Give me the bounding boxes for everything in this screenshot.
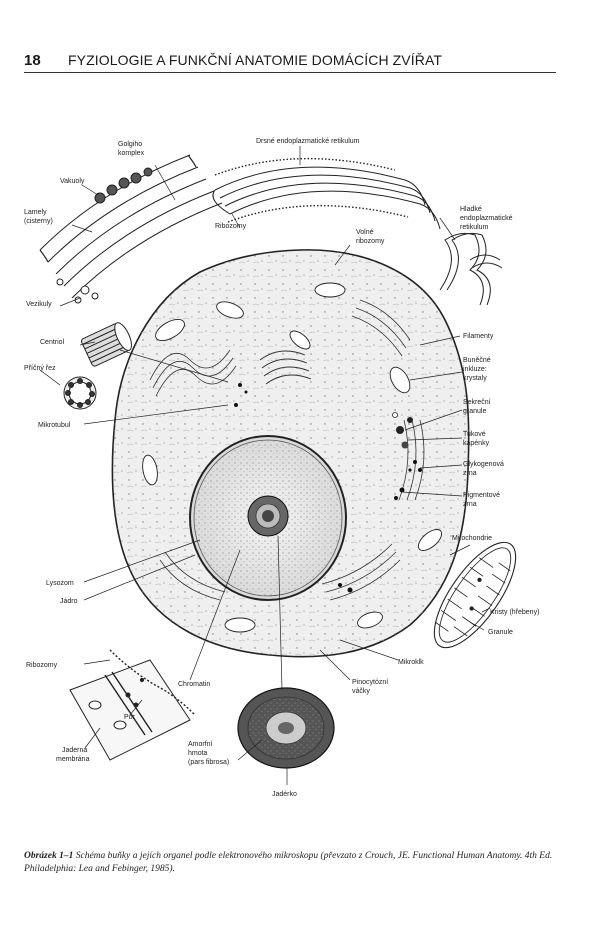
label-amorphous-3: (pars fibrosa) [188,759,229,766]
label-lamellae-2: (cisterny) [24,218,53,225]
smooth-er-inset [439,232,503,306]
label-vesicles: Vezikuly [26,301,52,308]
running-head: 18 FYZIOLOGIE A FUNKČNÍ ANATOMIE DOMÁCÍC… [24,52,556,74]
label-fat-droplets-2: kapénky [463,440,490,447]
label-pigment-1: Pigmentové [463,492,500,499]
label-lysosome: Lysozom [46,580,74,587]
centriole-inset [63,322,132,410]
label-microtubule: Mikrotubul [38,422,71,429]
figure-caption: Obrázek 1–1 Schéma buňky a jejích organe… [24,850,564,876]
mitochondrion-inset [433,541,517,649]
label-nucleolus: Jadérko [272,791,297,798]
nuclear-membrane-inset [69,649,196,761]
leader-lines [39,146,491,785]
golgi-complex-inset [39,154,223,304]
nucleolus-inset [237,687,335,769]
label-microvillus: Mikroklk [398,659,424,666]
header-rule [24,72,556,73]
label-nucleus: Jádro [60,598,78,605]
label-smooth-er-1: Hladké [460,206,482,213]
mitochondria-small [142,282,443,633]
label-fat-droplets-1: Tukové [463,431,486,438]
cell-body [111,249,470,658]
label-centriole: Centriol [40,339,65,346]
label-secretory-2: granule [463,408,486,415]
label-nuclear-membrane-1: Jaderná [62,747,87,754]
label-golgi-1: Golgiho [118,141,142,148]
label-mitochondria: Mitochondrie [452,535,492,542]
page-number: 18 [24,52,41,69]
rough-er-cytoplasm [149,299,425,601]
figure-labels: Golgiho komplex Drsné endoplazmatické re… [24,138,539,798]
label-vacuoles: Vakuoly [60,178,85,185]
label-free-ribosomes-2: ribozomy [356,238,385,245]
caption-label: Obrázek 1–1 [24,851,74,861]
golgi-in-cell [259,350,312,385]
label-lamellae-1: Lamely [24,209,47,216]
label-pinocytotic-1: Pinocytózní [352,679,388,686]
label-granules: Granule [488,629,513,636]
label-filaments: Filamenty [463,333,494,340]
running-title: FYZIOLOGIE A FUNKČNÍ ANATOMIE DOMÁCÍCH Z… [68,52,442,68]
label-pigment-2: zrna [463,501,477,508]
label-cross-section: Příčný řez [24,365,56,372]
label-secretory-1: Sekreční [463,399,491,406]
caption-text: Schéma buňky a jejích organel podle elek… [24,851,553,874]
label-glycogen-2: zrna [463,470,477,477]
label-smooth-er-2: endoplazmatické [460,215,513,222]
label-pinocytotic-2: váčky [352,688,370,695]
label-ribosomes-er: Ribozomy [215,223,247,230]
label-rough-er: Drsné endoplazmatické retikulum [256,138,360,145]
nucleus [189,435,347,601]
label-glycogen-1: Glykogenová [463,461,504,468]
label-cristae: Kristy (hřebeny) [490,609,539,616]
label-amorphous-2: hmota [188,750,208,757]
label-free-ribosomes-1: Volné [356,229,374,236]
label-chromatin: Chromatin [178,681,210,688]
label-amorphous-1: Amorfní [188,741,213,748]
label-inclusions-3: krystaly [463,375,487,382]
label-ribosomes: Ribozomy [26,662,58,669]
label-smooth-er-3: retikulum [460,224,489,231]
rough-er-inset [212,157,441,230]
cell-diagram: Golgiho komplex Drsné endoplazmatické re… [24,138,539,798]
label-nuclear-membrane-2: membrána [56,756,90,763]
label-golgi-2: komplex [118,150,145,157]
label-pore: Pór [124,714,136,721]
granules [234,383,422,593]
label-inclusions-1: Buněčné [463,357,491,364]
label-inclusions-2: inkluze: [463,366,487,373]
